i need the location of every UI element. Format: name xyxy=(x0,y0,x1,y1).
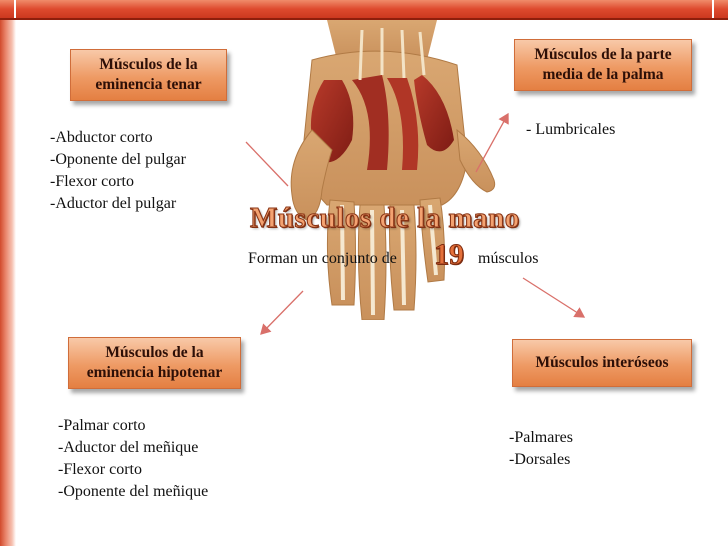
list-item: -Aductor del meñique xyxy=(58,439,199,456)
label-line: eminencia hipotenar xyxy=(86,364,223,381)
list-item: - Lumbricales xyxy=(526,121,616,138)
list-item: -Flexor corto xyxy=(58,461,142,478)
list-tenar: -Abductor corto -Oponente del pulgar -Fl… xyxy=(50,127,186,215)
little-finger-shape xyxy=(456,128,496,193)
thumb-shape xyxy=(290,129,333,221)
top-accent-bar xyxy=(0,0,728,20)
label-eminencia-tenar: Músculos de la eminencia tenar xyxy=(70,49,227,101)
label-line: Músculos de la parte xyxy=(534,46,672,63)
bar-tick xyxy=(14,0,16,20)
central-muscle-shape xyxy=(352,75,389,170)
pointer-arrow-icon xyxy=(245,141,289,187)
subtitle-suffix: músculos xyxy=(478,250,539,267)
muscle-count: 19 xyxy=(434,238,465,272)
hypothenar-muscle-shape xyxy=(414,75,454,152)
label-line: Músculos de la xyxy=(99,56,198,73)
central-muscle-shape xyxy=(387,78,419,170)
main-title: Músculos de la mano xyxy=(249,201,520,234)
pointer-arrow-icon xyxy=(475,112,509,173)
hand-anatomy-illustration xyxy=(290,20,496,320)
list-item: -Oponente del meñique xyxy=(58,483,209,500)
list-interoseos: -Palmares -Dorsales xyxy=(509,427,573,471)
list-item: -Palmares xyxy=(509,429,573,446)
label-line: eminencia tenar xyxy=(95,76,202,93)
list-hipotenar: -Palmar corto -Aductor del meñique -Flex… xyxy=(58,415,208,503)
list-item: -Flexor corto xyxy=(50,173,134,190)
left-accent-strip xyxy=(0,20,16,546)
pointer-arrow-icon xyxy=(260,290,304,335)
label-line: media de la palma xyxy=(542,66,664,83)
finger-tendons xyxy=(340,204,438,316)
label-eminencia-hipotenar: Músculos de la eminencia hipotenar xyxy=(68,337,241,389)
bar-tick xyxy=(712,0,714,20)
label-parte-media-palma: Músculos de la parte media de la palma xyxy=(514,39,692,91)
list-item: -Abductor corto xyxy=(50,129,153,146)
tendon-lines xyxy=(358,28,426,81)
list-item: -Oponente del pulgar xyxy=(50,151,186,168)
subtitle-prefix: Forman un conjunto de xyxy=(248,250,397,267)
pointer-arrow-icon xyxy=(522,277,586,318)
label-musculos-interoseos: Músculos interóseos xyxy=(512,339,692,387)
list-media: - Lumbricales xyxy=(526,119,615,141)
list-item: -Palmar corto xyxy=(58,417,146,434)
label-line: Músculos de la xyxy=(105,344,204,361)
list-item: -Aductor del pulgar xyxy=(50,195,177,212)
list-item: -Dorsales xyxy=(509,451,571,468)
